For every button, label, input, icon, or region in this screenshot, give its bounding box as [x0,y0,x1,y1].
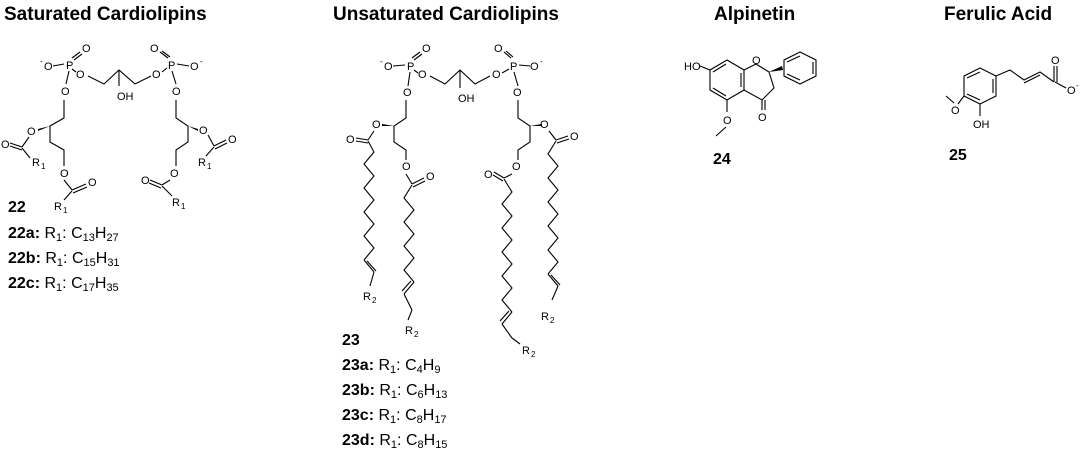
atom-o: O [570,131,579,143]
title-saturated-cardiolipins: Saturated Cardiolipins [4,4,207,25]
atom-o: O [403,87,412,99]
atom-r1: R [198,157,206,169]
atom-r1: R [32,157,40,169]
atom-o: O [1067,85,1076,97]
atom-r2: R [405,325,413,337]
atom-o: O [752,55,761,67]
atom-r1-sub: 1 [63,206,68,215]
atom-o: O [494,43,503,55]
atom-p: P [168,60,175,72]
title-ferulic-acid: Ferulic Acid [944,4,1053,25]
atom-ho: HO [684,61,701,73]
atom-o: O [76,69,85,81]
atom-o: O [758,112,767,124]
atom-oh: OH [117,91,134,103]
atom-o: O [346,134,355,146]
atom-o: O [199,125,208,137]
atom-r2-sub: 2 [372,296,377,305]
atom-o: O [150,43,159,55]
atom-p: P [66,60,73,72]
atom-r2: R [363,291,371,303]
atom-oh: OH [458,93,475,105]
atom-o: O [384,61,393,73]
compound-label-25: 25 [949,147,967,164]
atom-r2-sub: 2 [531,350,536,359]
atom-r2-sub: 2 [550,316,555,325]
atom-o: O [513,87,522,99]
atom-o: O [426,171,435,183]
legend-22b: 22b: R1: C15H31 [8,250,120,269]
atom-p: P [510,61,517,73]
atom-o: O [484,169,493,181]
atom-charge: - [1076,81,1079,90]
atom-o: O [372,119,381,131]
atom-o: O [530,61,539,73]
atom-o: O [540,119,549,131]
atom-oh: OH [973,119,990,131]
atom-o: O [190,61,199,73]
atom-o: O [418,69,427,81]
atom-o: O [422,43,431,55]
atom-charge: - [200,57,203,66]
atom-charge: - [380,57,383,66]
compound-label-24: 24 [713,151,731,168]
atom-o: O [228,134,237,146]
atom-o: O [1051,55,1060,67]
atom-o: O [27,126,36,138]
atom-o: O [402,161,411,173]
atom-o: O [512,161,521,173]
legend-23a: 23a: R1: C4H9 [342,357,441,376]
atom-r1-sub: 1 [41,162,46,171]
title-unsaturated-cardiolipins: Unsaturated Cardiolipins [333,4,559,25]
atom-p: P [407,61,414,73]
atom-o: O [951,105,960,117]
atom-r1-sub: 1 [207,162,212,171]
legend-22c: 22c: R1: C17H35 [8,275,119,294]
atom-o: O [88,177,97,189]
compound-label-23: 23 [342,332,360,349]
atom-o: O [61,86,70,98]
atom-r2-sub: 2 [414,330,419,339]
atom-charge: - [540,57,543,66]
legend-23c: 23c: R1: C8H17 [342,407,447,426]
atom-o: O [60,168,69,180]
atom-o: O [44,61,53,73]
atom-o: O [172,86,181,98]
legend-23d: 23d: R1: C8H15 [342,432,448,451]
atom-r1-sub: 1 [181,202,186,211]
legend-23b: 23b: R1: C6H13 [342,382,448,401]
atom-o: O [492,69,501,81]
atom-o: O [152,69,161,81]
atom-r2: R [541,311,549,323]
title-alpinetin: Alpinetin [714,4,796,25]
atom-o: O [170,168,179,180]
atom-o: O [1,139,10,151]
compound-label-22: 22 [8,199,26,216]
atom-r1: R [172,197,180,209]
legend-22a: 22a: R1: C13H27 [8,225,119,244]
atom-o: O [723,115,732,127]
atom-o: O [82,43,91,55]
atom-r2: R [522,345,530,357]
atom-r1: R [54,201,62,213]
atom-charge: - [40,57,43,66]
atom-o: O [141,175,150,187]
